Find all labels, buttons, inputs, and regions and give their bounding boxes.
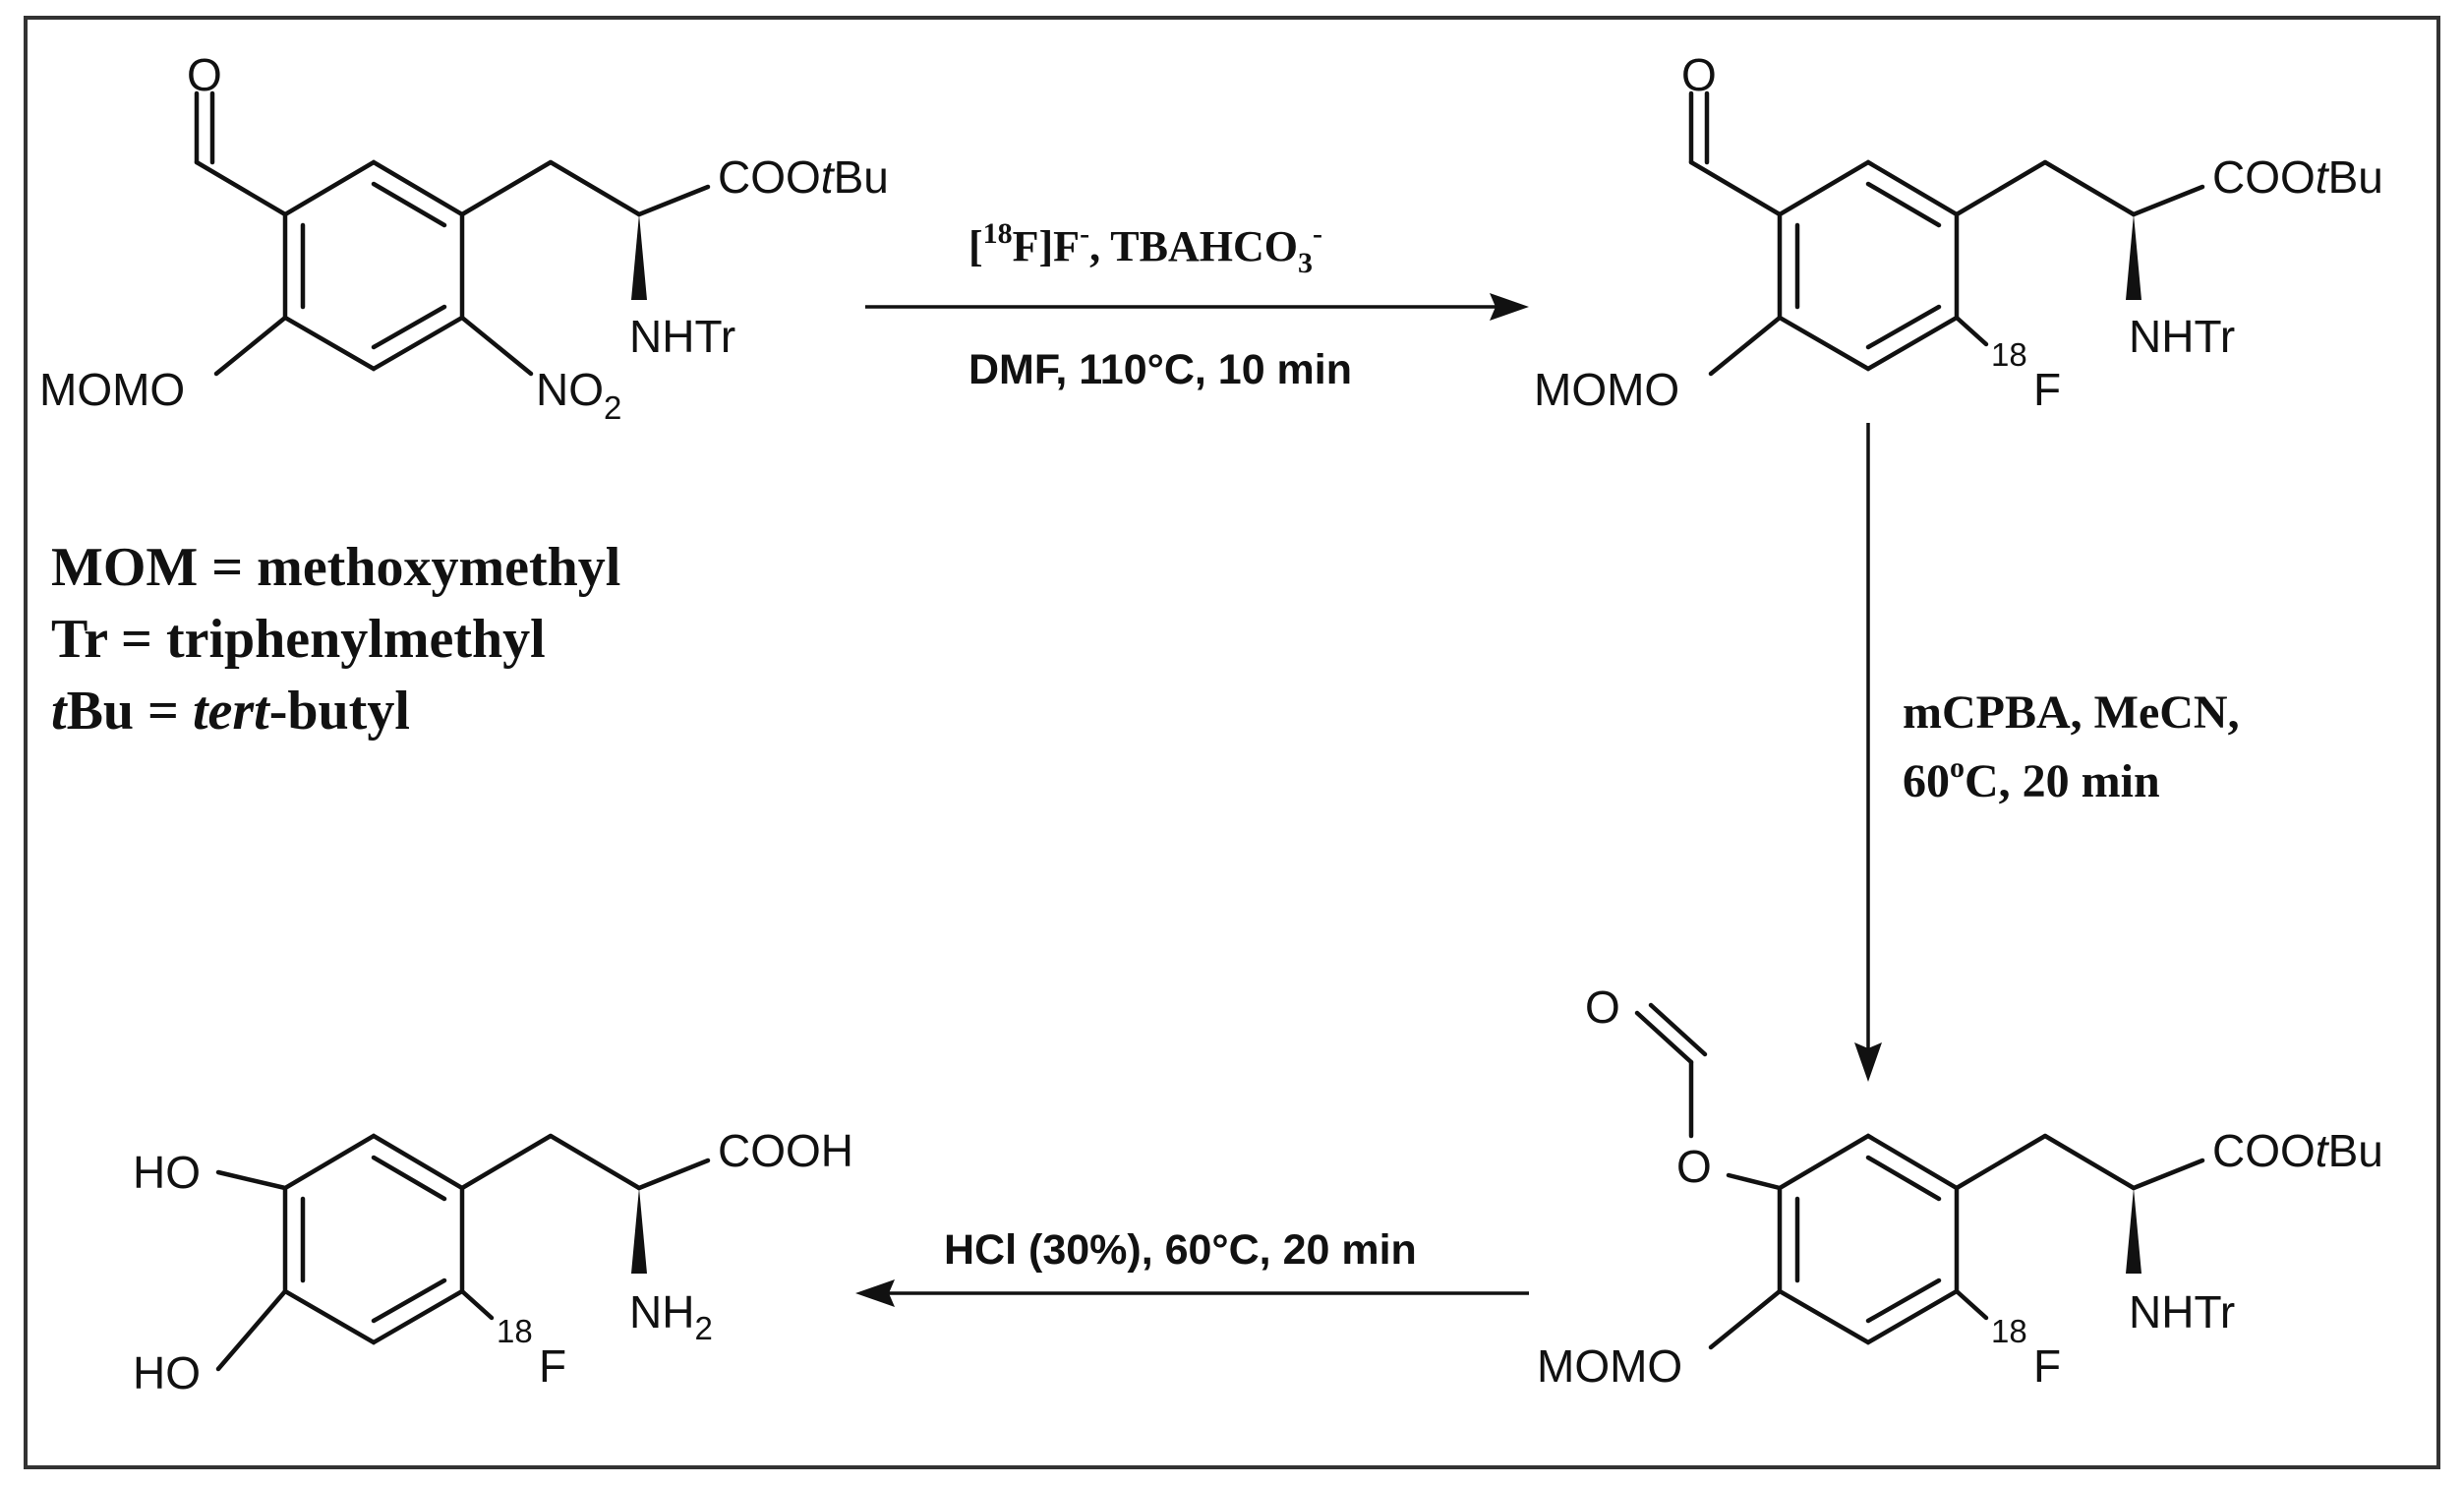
compound-nitro-precursor: O COOtBu NHTr MOMO NO2 xyxy=(39,49,889,426)
ether-oxygen-label: O xyxy=(1676,1141,1712,1192)
nitro-label: NO2 xyxy=(536,364,621,426)
amine-label: NH2 xyxy=(629,1286,713,1346)
ester-label: COOtBu xyxy=(2212,1125,2383,1176)
fluorine-label: F xyxy=(2033,1340,2061,1392)
ester-label: COOtBu xyxy=(2212,151,2383,203)
aldehyde-oxygen-label: O xyxy=(1681,49,1717,100)
carbonyl-oxygen-label: O xyxy=(1585,981,1620,1033)
amine-label: NHTr xyxy=(629,311,735,362)
scheme-frame xyxy=(24,16,2440,1469)
legend-mom: MOM = methoxymethyl xyxy=(51,537,620,598)
hydroxy-top-label: HO xyxy=(133,1147,201,1198)
isotope-label: 18 xyxy=(1991,336,2027,373)
carboxylic-acid-label: COOH xyxy=(718,1125,853,1176)
step-2-conditions-line-2: 60oC, 20 min xyxy=(1903,751,2160,807)
step-3-arrow xyxy=(855,1279,1529,1307)
step-1-reagents: [18F]F-, TBAHCO3- xyxy=(968,217,1322,279)
fluorine-label: F xyxy=(2033,364,2061,415)
amine-label: NHTr xyxy=(2129,1286,2235,1337)
aldehyde-oxygen-label: O xyxy=(187,49,222,100)
abbreviation-legend: MOM = methoxymethyl Tr = triphenylmethyl… xyxy=(51,537,620,742)
compound-fluoro-dopa-bonds xyxy=(215,1133,711,1372)
fluorine-label: F xyxy=(539,1340,566,1392)
compound-fluorinated-aldehyde-bonds xyxy=(1688,90,2205,377)
compound-formate-ester-bonds xyxy=(1634,1002,2205,1350)
hydroxy-bottom-label: HO xyxy=(133,1347,201,1398)
legend-tbu: tBu = tert-butyl xyxy=(51,681,410,742)
ether-label: MOMO xyxy=(39,364,185,415)
ester-label: COOtBu xyxy=(718,151,889,203)
step-3-conditions: HCl (30%), 60°C, 20 min xyxy=(944,1226,1417,1274)
ether-label: MOMO xyxy=(1537,1340,1682,1392)
amine-label: NHTr xyxy=(2129,311,2235,362)
step-1-conditions: DMF, 110°C, 10 min xyxy=(968,346,1352,393)
step-1-arrow xyxy=(865,293,1529,321)
isotope-label: 18 xyxy=(497,1313,533,1349)
compound-fluorinated-aldehyde: O COOtBu NHTr MOMO 18 F xyxy=(1534,49,2383,415)
legend-tr: Tr = triphenylmethyl xyxy=(51,609,546,670)
step-2-conditions-line-1: mCPBA, MeCN, xyxy=(1903,686,2240,739)
compound-fluoro-dopa: HO HO COOH NH2 18 F xyxy=(133,1125,853,1398)
compound-formate-ester: O O COOtBu NHTr MOMO 18 F xyxy=(1537,981,2383,1392)
ether-label: MOMO xyxy=(1534,364,1679,415)
step-2-arrow xyxy=(1854,423,1882,1082)
compound-nitro-precursor-bonds xyxy=(194,90,711,377)
isotope-label: 18 xyxy=(1991,1313,2027,1349)
